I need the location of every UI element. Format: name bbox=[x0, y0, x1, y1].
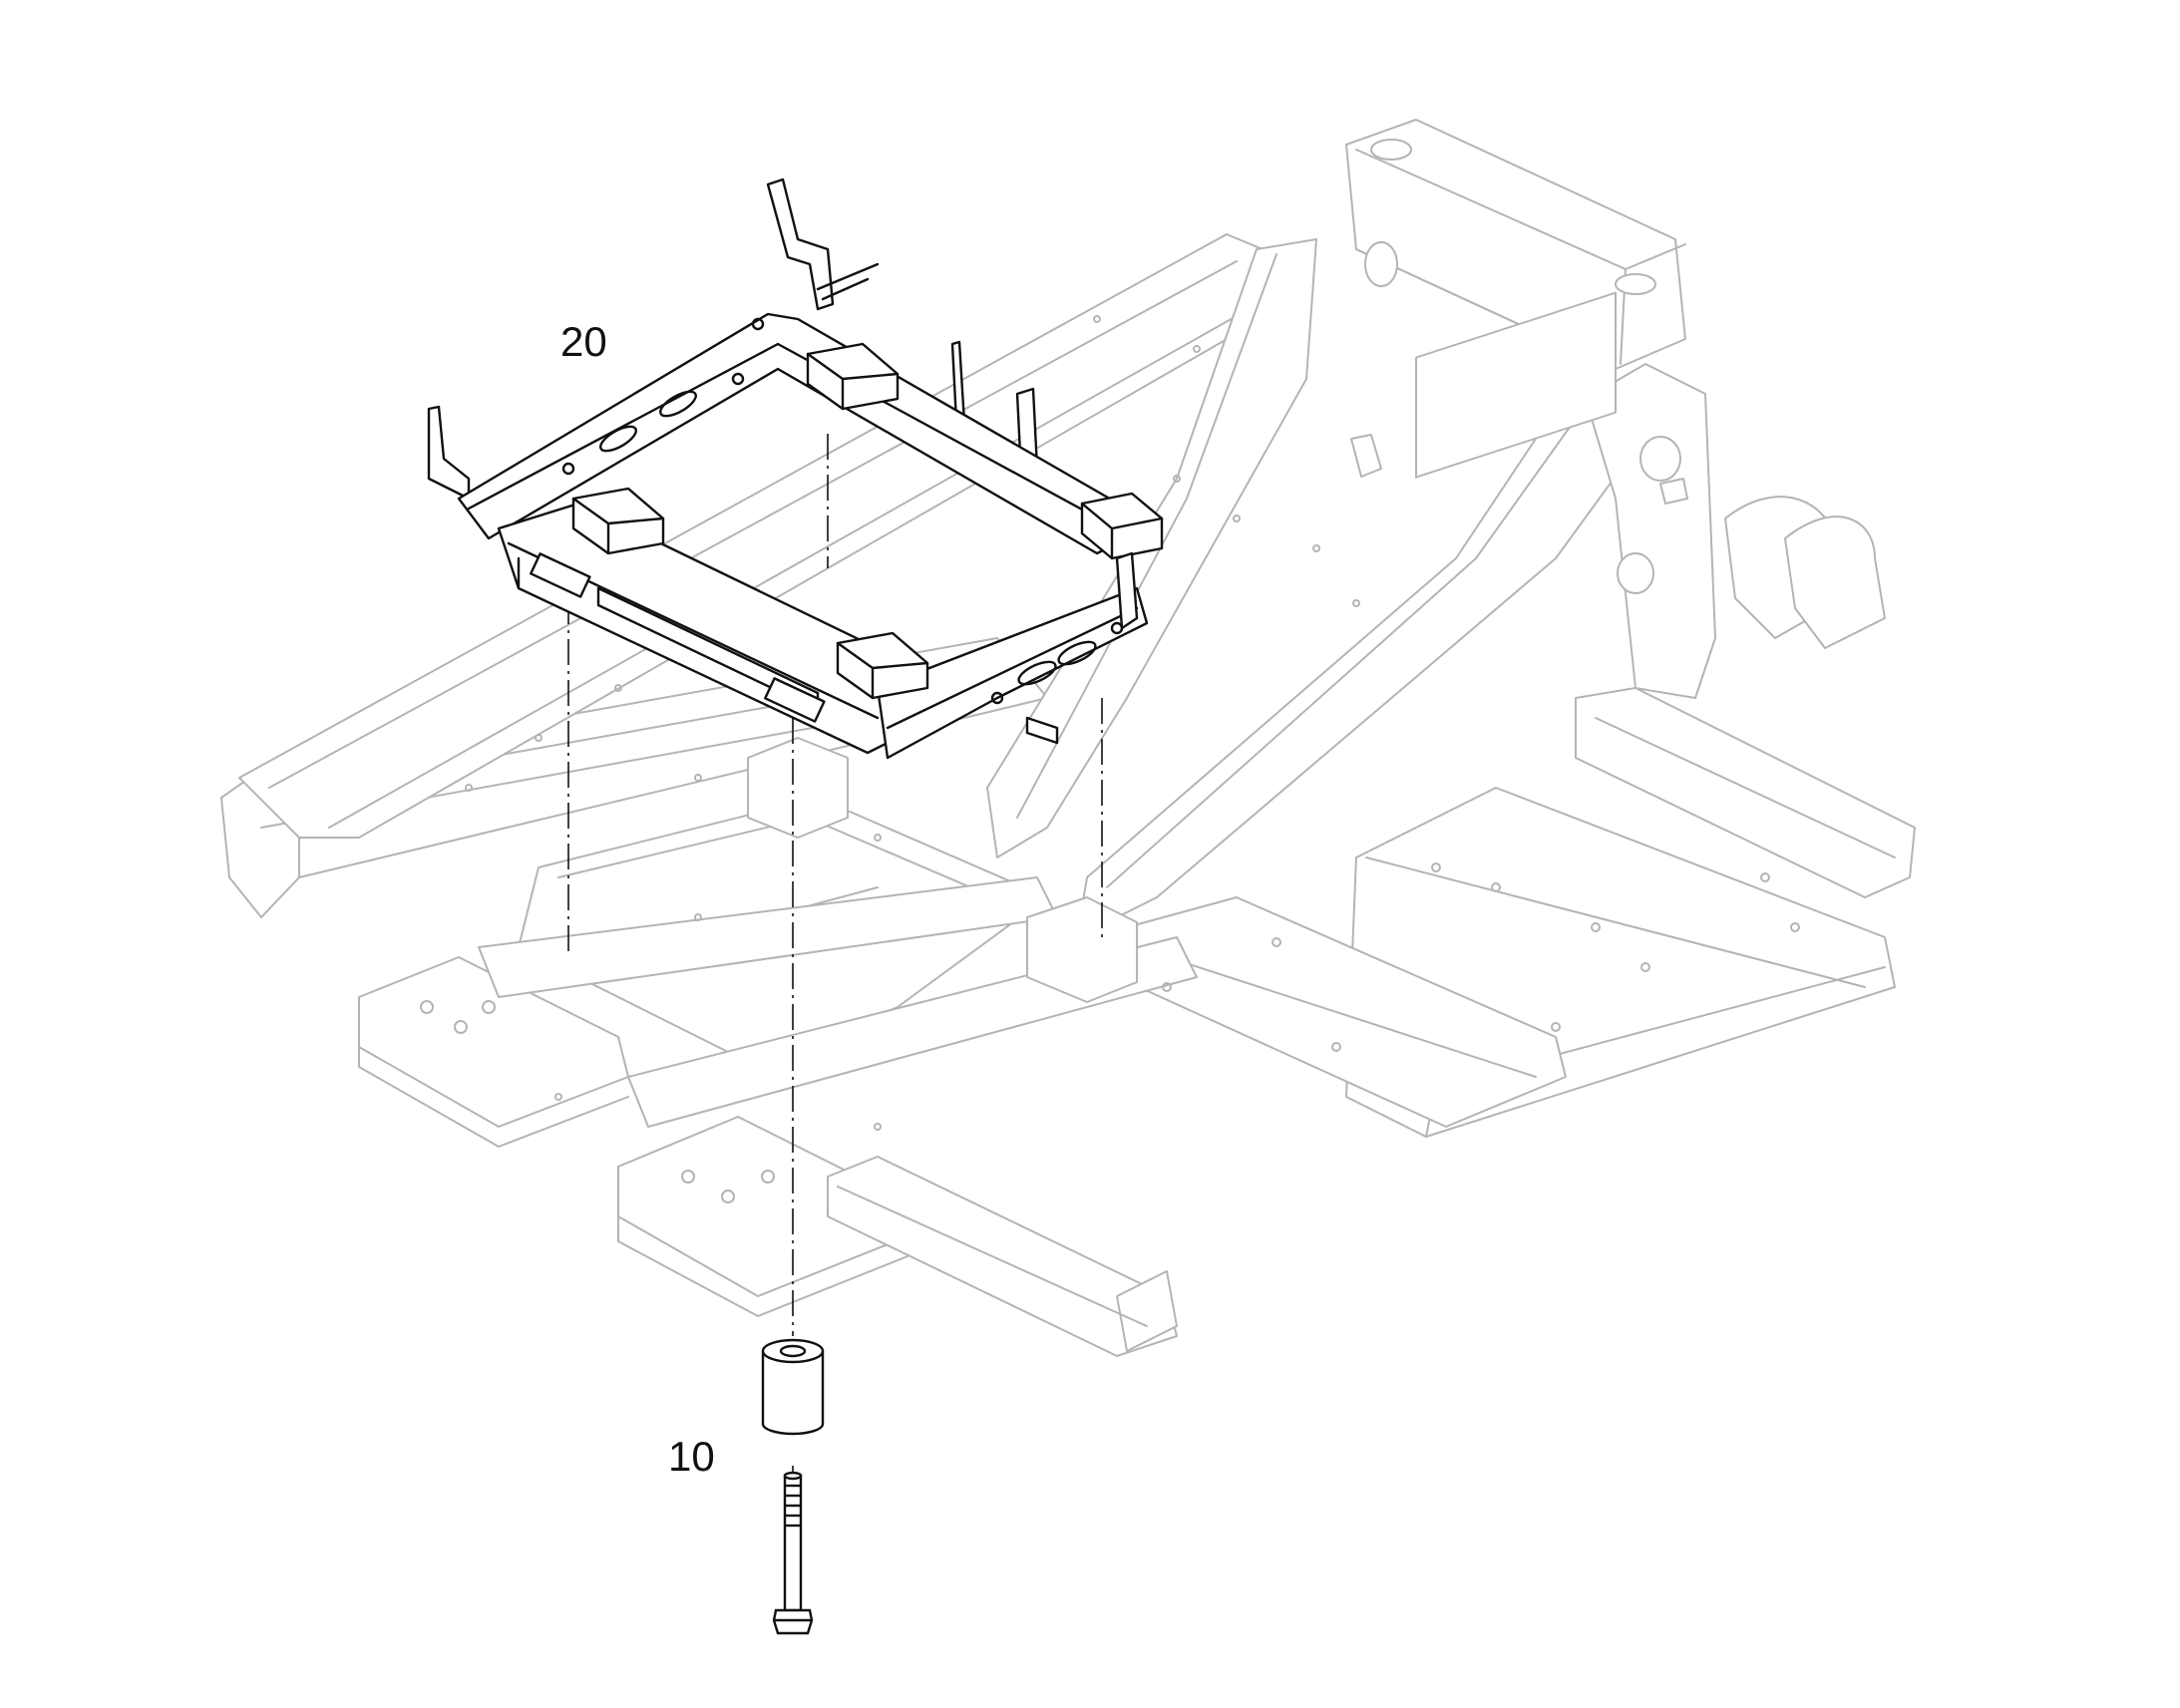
pad-top-2-edge bbox=[806, 352, 900, 411]
chassis-bolt-holes bbox=[465, 315, 1800, 1131]
mount-block-right bbox=[1350, 434, 1382, 478]
left-main-rail-edge bbox=[268, 260, 1268, 829]
subframe-right-rail bbox=[876, 586, 1149, 760]
callout-number-10: 10 bbox=[668, 1433, 715, 1480]
pad-top-4-edge bbox=[836, 641, 929, 700]
right-crossbeam bbox=[1575, 687, 1916, 898]
main-chassis-frame bbox=[220, 119, 1916, 1357]
back-rail-slots bbox=[561, 317, 765, 476]
mounting-subframe bbox=[427, 177, 1164, 760]
callout-number-20: 20 bbox=[560, 318, 607, 365]
mount-block-center bbox=[1026, 896, 1138, 1003]
bolt-head bbox=[772, 1608, 814, 1635]
front-crossbeam-edge bbox=[1136, 946, 1537, 1078]
front-arm-end bbox=[1116, 1270, 1178, 1352]
spacer-bushing bbox=[761, 1338, 825, 1436]
right-rail-slots bbox=[990, 621, 1124, 705]
right-crossbeam-edge bbox=[1595, 717, 1896, 858]
upper-left-bracket bbox=[766, 177, 835, 311]
bushing-bore bbox=[779, 1344, 807, 1358]
front-pad-hole-1 bbox=[681, 1170, 695, 1184]
tower-hole-3 bbox=[1364, 241, 1398, 287]
pad-top-2 bbox=[806, 342, 900, 411]
pad-hole-3 bbox=[482, 1000, 496, 1014]
left-pad-side bbox=[358, 1046, 629, 1148]
pad-top-1-edge bbox=[571, 497, 665, 555]
right-tower-hole-2 bbox=[1639, 436, 1681, 482]
right-tower bbox=[1585, 363, 1716, 699]
bushing-body bbox=[761, 1351, 825, 1436]
right-tower-hole bbox=[1617, 552, 1654, 594]
mount-block-left bbox=[747, 737, 849, 839]
front-arm-edge bbox=[837, 1186, 1148, 1327]
pad-top-3-edge bbox=[1080, 502, 1164, 560]
side-hanging-bracket bbox=[1115, 551, 1139, 630]
bolt-threads bbox=[785, 1484, 801, 1528]
tower-hole-1 bbox=[1370, 139, 1412, 161]
side-hanging-pin bbox=[1025, 716, 1059, 745]
deck-panel bbox=[1415, 291, 1617, 479]
front-pad-hole-2 bbox=[721, 1190, 735, 1203]
hex-bolt bbox=[772, 1471, 814, 1635]
pad-hole-2 bbox=[454, 1020, 468, 1034]
upper-left-bracket-arm bbox=[816, 262, 880, 301]
pad-top-1 bbox=[571, 487, 665, 555]
front-arm bbox=[827, 1156, 1178, 1357]
bolt-tip bbox=[783, 1471, 803, 1481]
mount-block-right-2 bbox=[1659, 478, 1688, 505]
spine-edge bbox=[1016, 253, 1577, 888]
pad-hole-1 bbox=[420, 1000, 434, 1014]
subframe-back-rail-edge bbox=[467, 342, 1119, 530]
left-wing-bracket bbox=[427, 405, 471, 501]
front-pad-side bbox=[617, 1215, 908, 1317]
tower-hole-2 bbox=[1615, 273, 1656, 295]
foot-2 bbox=[764, 677, 826, 723]
foot-1 bbox=[530, 552, 591, 598]
subframe-right-rail-edge bbox=[886, 606, 1139, 730]
pad-top-4 bbox=[836, 631, 929, 700]
lug-ear-2 bbox=[1784, 515, 1886, 649]
front-pad-hole-3 bbox=[761, 1170, 775, 1184]
